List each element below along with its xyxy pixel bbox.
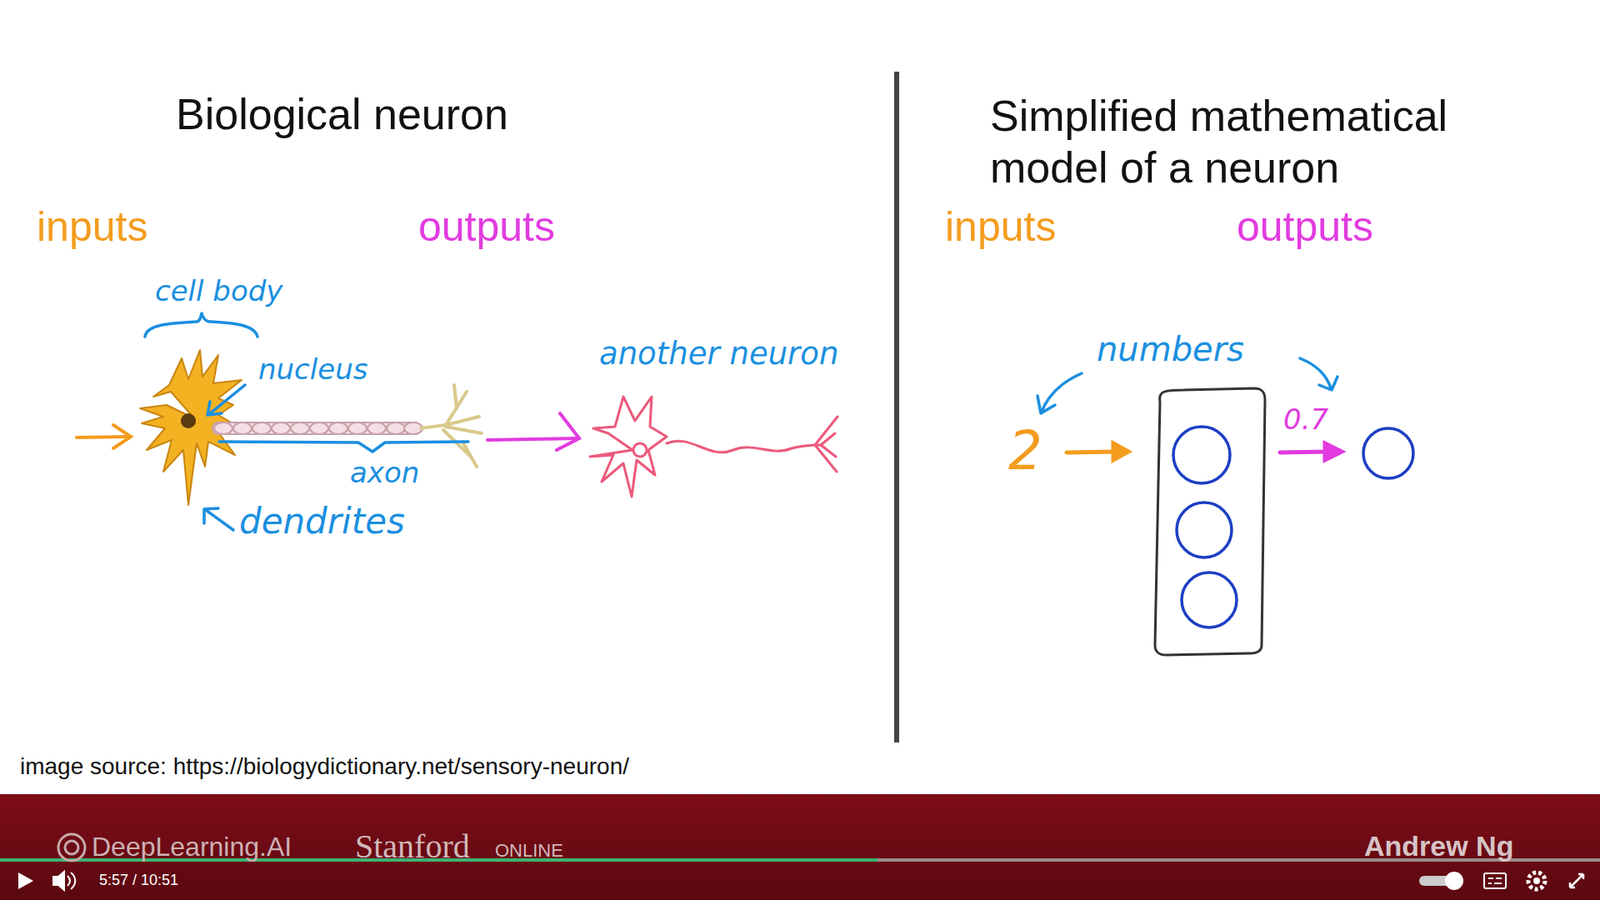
panel-heading: Simplified mathematical model of a neuro…	[990, 90, 1565, 195]
video-time: 5:57 / 10:51	[99, 871, 179, 890]
video-bar	[0, 794, 1600, 900]
input-arrow	[1066, 451, 1117, 453]
inputs-label: inputs	[36, 203, 148, 252]
play-icon	[18, 872, 34, 890]
annotation-strokes	[145, 313, 469, 530]
brand-logo: Stanford	[355, 827, 470, 866]
axon-myelin	[290, 422, 310, 435]
control-icons	[1484, 873, 1506, 889]
control-icons	[1445, 871, 1464, 890]
numbers-arrows	[1319, 376, 1338, 390]
output-arrow	[487, 438, 579, 440]
logo-icon	[58, 834, 85, 861]
neuron-circle	[1181, 572, 1237, 628]
axon-myelin	[386, 422, 405, 435]
outputs-label: outputs	[1236, 203, 1374, 252]
another-neuron	[633, 443, 647, 457]
output-value: 0.7	[1283, 403, 1329, 436]
input-arrow	[1066, 443, 1129, 460]
control-icons	[1570, 874, 1584, 888]
annotation-strokes	[219, 441, 469, 452]
control-icons	[1488, 878, 1502, 884]
part-name: axon	[350, 456, 420, 490]
volume-icon	[70, 872, 75, 890]
numbers-arrows	[1041, 373, 1082, 412]
outputs-label: outputs	[418, 203, 555, 252]
another-neuron	[815, 416, 838, 472]
neuron-circle	[1173, 426, 1237, 628]
instructor-name: Andrew Ng	[1364, 830, 1514, 863]
input-arrow	[1113, 443, 1129, 460]
annotation-strokes	[207, 401, 222, 415]
output-arrow	[1325, 443, 1342, 460]
output-neuron	[1363, 428, 1414, 479]
axon-myelin	[310, 422, 329, 435]
axon-myelin	[212, 422, 423, 435]
neuron-cell-body	[180, 413, 196, 429]
numbers-arrows	[1300, 358, 1331, 389]
axon-terminal	[462, 441, 477, 467]
annotation-note: numbers	[1096, 330, 1245, 369]
neuron-layer	[1155, 388, 1265, 655]
volume-icon	[53, 871, 65, 890]
neuron-cell-body	[140, 350, 242, 505]
input-value: 2	[1008, 420, 1043, 483]
control-icons	[1533, 877, 1540, 885]
output-arrow	[1280, 443, 1342, 460]
annotation-strokes	[205, 510, 234, 530]
logo-icon	[58, 834, 85, 861]
brand-logo: ONLINE	[495, 840, 564, 861]
control-icons	[1419, 871, 1584, 890]
axon-terminal	[445, 416, 480, 425]
input-arrow	[76, 425, 131, 449]
part-name: another neuron	[599, 336, 839, 373]
axon-myelin	[367, 422, 386, 435]
axon-myelin	[233, 422, 252, 435]
axon-terminal	[420, 385, 482, 467]
input-arrow	[76, 436, 130, 438]
annotation-strokes	[145, 313, 258, 337]
axon-myelin	[329, 422, 348, 435]
another-neuron	[590, 396, 667, 497]
part-name: dendrites	[239, 501, 405, 542]
panel-heading: Biological neuron	[175, 90, 509, 140]
part-name: nucleus	[258, 353, 368, 386]
axon-myelin	[271, 422, 290, 435]
neuron-circle	[1176, 502, 1232, 558]
axon-terminal	[445, 426, 482, 434]
output-arrow	[487, 413, 580, 450]
volume-icon	[67, 875, 70, 886]
inputs-label: inputs	[945, 203, 1056, 252]
axon-myelin	[252, 422, 271, 435]
output-arrow	[556, 413, 580, 450]
image-caption: image source: https://biologydictionary.…	[20, 753, 630, 780]
axon-myelin	[212, 422, 421, 435]
axon-terminal	[454, 385, 457, 409]
divider-line	[894, 71, 900, 743]
neuron-cell-body	[140, 350, 242, 505]
input-arrow	[113, 425, 131, 449]
another-neuron	[590, 396, 838, 497]
volume-icon	[53, 871, 75, 890]
logo-icon	[65, 840, 79, 855]
neuron-layer	[1155, 388, 1265, 655]
annotation-strokes	[210, 385, 245, 414]
output-arrow	[1280, 451, 1329, 453]
numbers-arrows	[1037, 395, 1055, 414]
annotation-strokes	[204, 508, 219, 524]
axon-myelin	[214, 422, 233, 435]
control-icons	[1528, 872, 1545, 890]
part-name: cell body	[155, 275, 283, 308]
another-neuron	[666, 440, 821, 452]
brand-logo: DeepLearning.AI	[91, 831, 292, 863]
neuron-circle	[1173, 426, 1230, 484]
axon-myelin	[348, 422, 367, 435]
